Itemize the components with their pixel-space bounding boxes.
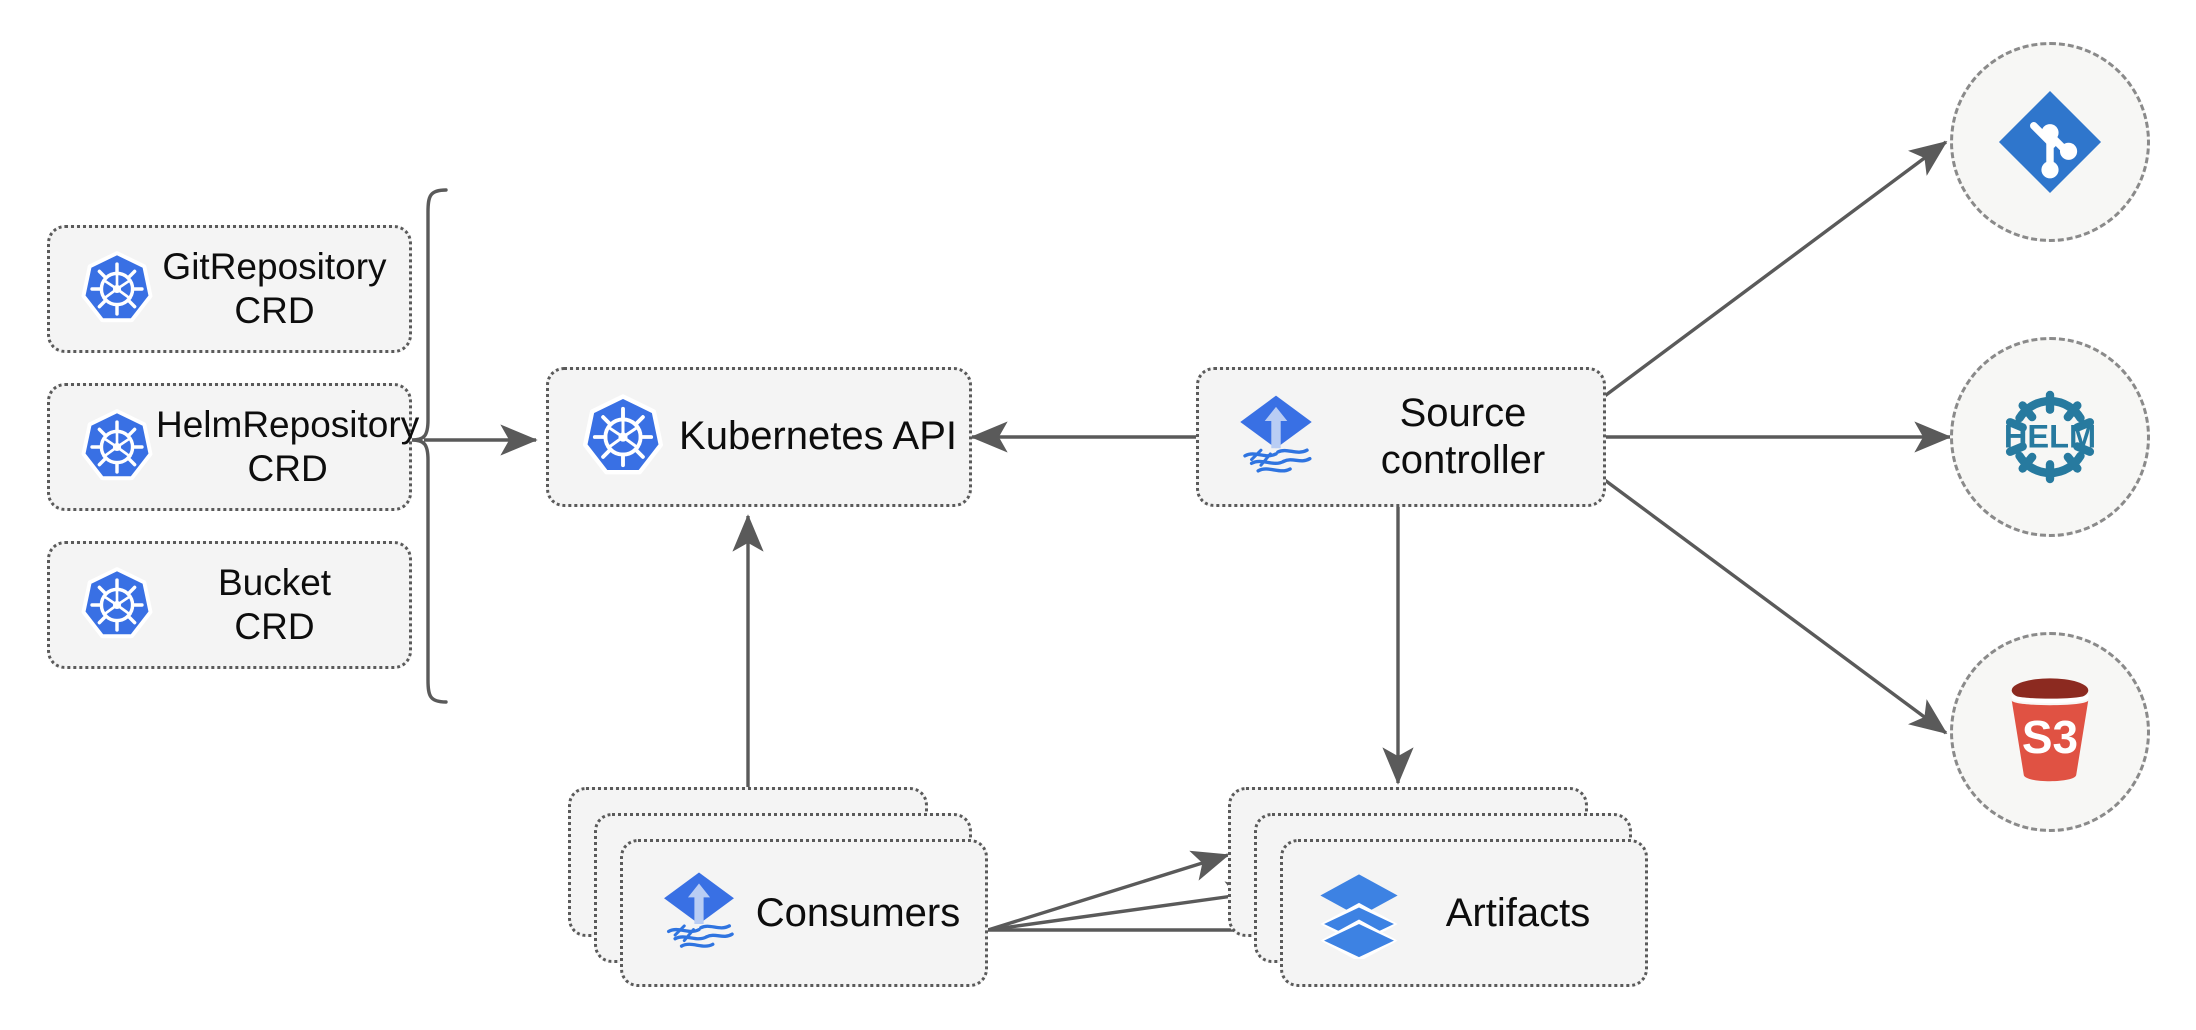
flux-icon bbox=[1229, 390, 1323, 484]
node-label: Source controller bbox=[1380, 390, 1546, 482]
node-artifacts-stack[interactable]: Artifacts bbox=[1228, 787, 1648, 990]
edge-consumers-to-artifacts-2 bbox=[987, 881, 1264, 932]
kubernetes-icon bbox=[78, 408, 156, 486]
external-helm[interactable]: HELM bbox=[1950, 337, 2150, 537]
node-kubernetes-api[interactable]: Kubernetes API bbox=[546, 367, 972, 507]
node-source-controller[interactable]: Source controller bbox=[1196, 367, 1606, 507]
crd-label: Bucket CRD bbox=[217, 562, 332, 647]
node-label: Kubernetes API bbox=[679, 414, 957, 459]
crd-card-gitrepository[interactable]: GitRepository CRD bbox=[47, 225, 412, 353]
edge-source-to-s3 bbox=[1600, 476, 1948, 735]
crd-card-bucket[interactable]: Bucket CRD bbox=[47, 541, 412, 669]
node-consumers[interactable]: Consumers bbox=[620, 839, 988, 987]
crd-label: GitRepository CRD bbox=[162, 246, 387, 331]
s3-icon: S3 bbox=[1995, 674, 2105, 790]
layers-icon bbox=[1313, 867, 1405, 962]
kubernetes-icon bbox=[579, 393, 667, 481]
crd-label: HelmRepository CRD bbox=[156, 404, 420, 489]
kubernetes-icon bbox=[78, 566, 156, 644]
kubernetes-icon bbox=[78, 250, 156, 328]
crd-card-helmrepository[interactable]: HelmRepository CRD bbox=[47, 383, 419, 511]
git-icon bbox=[1992, 84, 2108, 200]
external-git[interactable] bbox=[1950, 42, 2150, 242]
s3-wordmark: S3 bbox=[2022, 711, 2078, 763]
flux-icon bbox=[653, 867, 745, 959]
node-artifacts[interactable]: Artifacts bbox=[1280, 839, 1648, 987]
edge-source-to-git bbox=[1600, 140, 1948, 400]
edge-consumers-to-artifacts-1 bbox=[987, 850, 1230, 932]
external-s3[interactable]: S3 bbox=[1950, 632, 2150, 832]
helm-icon: HELM bbox=[1987, 374, 2113, 500]
helm-wordmark: HELM bbox=[2004, 419, 2096, 455]
node-label: Artifacts bbox=[1445, 890, 1591, 935]
node-consumers-stack[interactable]: Consumers bbox=[568, 787, 988, 990]
node-label: Consumers bbox=[755, 890, 961, 935]
